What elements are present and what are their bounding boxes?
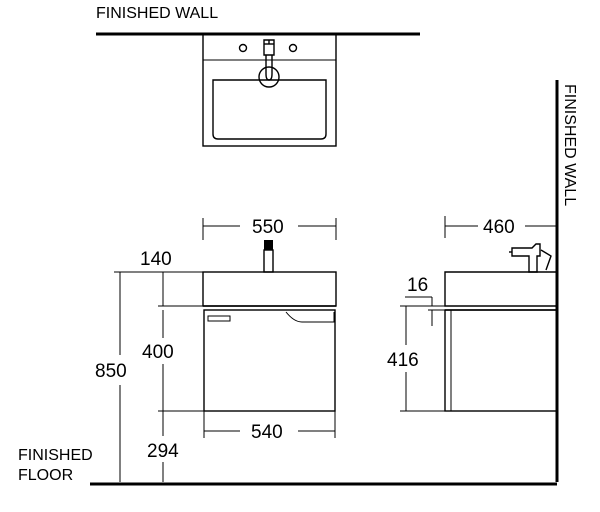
brand-plate xyxy=(207,315,231,322)
tap-hole-left-icon xyxy=(238,43,248,53)
dim-depth-460: 460 xyxy=(483,217,515,238)
basin-top-rim xyxy=(202,59,337,147)
cabinet-front xyxy=(203,309,336,412)
basin-top-outline xyxy=(202,33,337,147)
cabinet-side xyxy=(444,309,558,412)
finished-wall-side-label: FINISHED WALL xyxy=(561,84,578,206)
cabinet-handle-recess xyxy=(285,311,335,323)
basin-side xyxy=(444,271,558,307)
front-view: 550 540 850 140 400 xyxy=(95,217,337,482)
faucet-front-icon xyxy=(263,240,274,273)
dim-top-thickness-16: 16 xyxy=(407,275,428,296)
tap-hole-right-icon xyxy=(288,43,298,53)
top-view: FINISHED WALL xyxy=(96,5,420,147)
dim-width-550: 550 xyxy=(252,217,284,238)
faucet-side-icon xyxy=(509,243,552,273)
dim-width-540: 540 xyxy=(251,422,283,443)
dim-cabinet-height-400: 400 xyxy=(142,342,174,363)
dim-total-height-850: 850 xyxy=(95,361,127,382)
side-wall: FINISHED WALL xyxy=(555,80,578,482)
basin-bowl-top xyxy=(212,79,327,140)
finished-wall-top-label: FINISHED WALL xyxy=(96,5,218,22)
side-view: 460 16 416 xyxy=(387,216,558,412)
finished-floor-label-2: FLOOR xyxy=(18,467,73,484)
finished-floor-label-1: FINISHED xyxy=(18,447,93,464)
basin-front xyxy=(202,271,337,307)
faucet-top-icon xyxy=(258,39,280,88)
dim-side-height-416: 416 xyxy=(387,350,419,371)
floor: FINISHED FLOOR xyxy=(18,447,557,486)
dim-basin-height-140: 140 xyxy=(140,249,172,270)
dim-floor-clearance-294: 294 xyxy=(147,441,179,462)
